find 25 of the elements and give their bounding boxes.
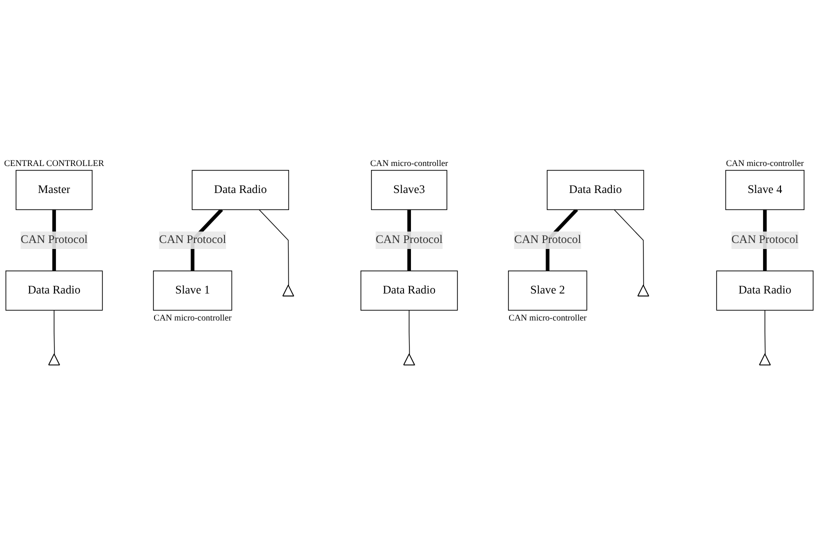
edge-label: CAN Protocol bbox=[20, 234, 88, 246]
node-box: Slave 4 bbox=[725, 170, 804, 210]
node-box: Data Radio bbox=[192, 170, 290, 210]
connector bbox=[54, 310, 55, 355]
connector bbox=[614, 209, 644, 286]
node-box: Slave3 bbox=[371, 170, 448, 210]
node-box: Data Radio bbox=[716, 270, 814, 310]
node-box: Master bbox=[16, 170, 93, 210]
node-box: Data Radio bbox=[546, 170, 644, 210]
connector bbox=[764, 310, 766, 355]
caption-text: CAN micro-controller bbox=[370, 158, 448, 168]
connector bbox=[258, 209, 289, 286]
caption-text: CAN micro-controller bbox=[508, 312, 587, 322]
edge-label: CAN Protocol bbox=[159, 234, 226, 246]
caption-text: CENTRAL CONTROLLER bbox=[4, 158, 104, 168]
edge-label: CAN Protocol bbox=[731, 234, 798, 246]
node-box: Slave 1 bbox=[153, 270, 232, 310]
node-box: Data Radio bbox=[5, 270, 103, 310]
edge-label: CAN Protocol bbox=[376, 234, 443, 246]
edge-label: CAN Protocol bbox=[514, 234, 582, 246]
caption-text: CAN micro-controller bbox=[154, 312, 232, 322]
connector bbox=[408, 310, 410, 355]
node-box: Data Radio bbox=[360, 270, 458, 310]
node-box: Slave 2 bbox=[508, 270, 588, 310]
caption-text: CAN micro-controller bbox=[726, 158, 804, 168]
